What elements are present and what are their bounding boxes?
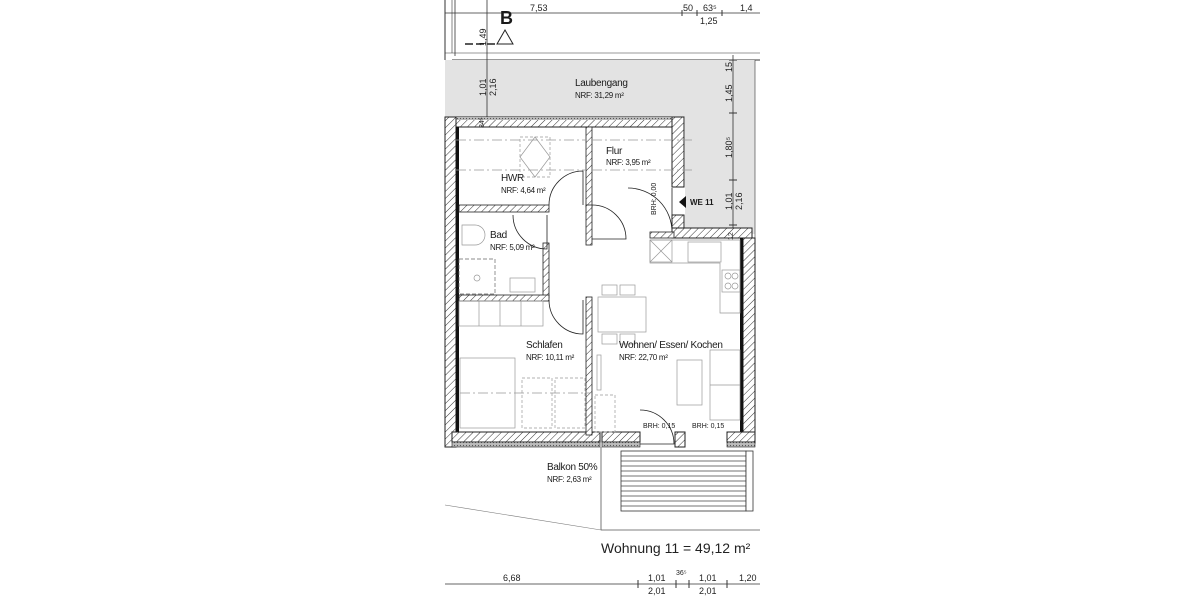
- room-hwr-name: HWR: [501, 173, 524, 184]
- room-laubengang-area: NRF: 31,29 m²: [575, 91, 624, 100]
- interior-walls: [458, 126, 593, 436]
- dim-right-101: 1,01: [724, 192, 734, 210]
- dim-bottom-120: 1,20: [739, 573, 757, 583]
- room-schlafen-area: NRF: 10,11 m²: [526, 353, 574, 362]
- section-marker-b: B: [500, 8, 513, 28]
- entrance-label: WE 11: [690, 198, 714, 207]
- room-laubengang-name: Laubengang: [575, 78, 628, 89]
- dim-top-125: 1,25: [700, 16, 718, 26]
- dim-top-63: 63⁵: [703, 3, 717, 13]
- dim-bottom-101a: 1,01: [648, 573, 666, 583]
- brh-window-2: BRH: 0,15: [692, 423, 725, 430]
- room-balkon-name: Balkon 50%: [547, 462, 598, 473]
- exterior-walls: [444, 116, 756, 448]
- dim-top-753: 7,53: [530, 3, 548, 13]
- dim-right-145: 1,45: [724, 84, 734, 102]
- dim-top-14: 1,4: [740, 3, 753, 13]
- dim-bottom-201b: 2,01: [699, 586, 717, 596]
- room-wohnen-area: NRF: 22,70 m²: [619, 353, 668, 362]
- room-hwr-area: NRF: 4,64 m²: [501, 186, 546, 195]
- laubengang-area: [445, 60, 755, 117]
- dim-left-345: 34⁵: [479, 117, 486, 128]
- dim-bottom-101b: 1,01: [699, 573, 717, 583]
- dim-left-216: 2,16: [488, 78, 498, 96]
- entrance-arrow-icon: [679, 196, 686, 208]
- room-bad-area: NRF: 5,09 m²: [490, 243, 535, 252]
- room-flur-name: Flur: [606, 146, 623, 157]
- balcony: [444, 447, 760, 531]
- dim-bottom-365: 36⁵: [676, 570, 687, 577]
- bottom-dimension-line: [445, 580, 760, 588]
- dim-left-149: 1,49: [478, 28, 488, 46]
- room-wohnen-name: Wohnen/ Essen/ Kochen: [619, 340, 723, 351]
- dim-bottom-201a: 2,01: [648, 586, 666, 596]
- room-balkon-area: NRF: 2,63 m²: [547, 475, 592, 484]
- room-bad-name: Bad: [490, 230, 507, 241]
- brh-entrance: BRH: 0,00: [651, 182, 658, 215]
- dim-top-50: 50: [683, 3, 694, 13]
- dim-bottom-668: 6,68: [503, 573, 521, 583]
- apartment-title: Wohnung 11 = 49,12 m²: [601, 540, 751, 556]
- room-flur-area: NRF: 3,95 m²: [606, 158, 651, 167]
- dim-left-101: 1,01: [478, 78, 488, 96]
- room-schlafen-name: Schlafen: [526, 340, 563, 351]
- doors: [512, 170, 675, 445]
- dim-right-12: 12: [728, 232, 735, 240]
- top-dimension-line: [445, 0, 760, 56]
- dim-right-216: 2,16: [734, 192, 744, 210]
- dim-right-15: 15: [724, 61, 734, 72]
- dim-right-1805: 1,80⁵: [724, 136, 734, 158]
- furniture: [456, 136, 741, 433]
- right-dimension-line: [729, 55, 737, 235]
- brh-window-1: BRH: 0,15: [643, 423, 676, 430]
